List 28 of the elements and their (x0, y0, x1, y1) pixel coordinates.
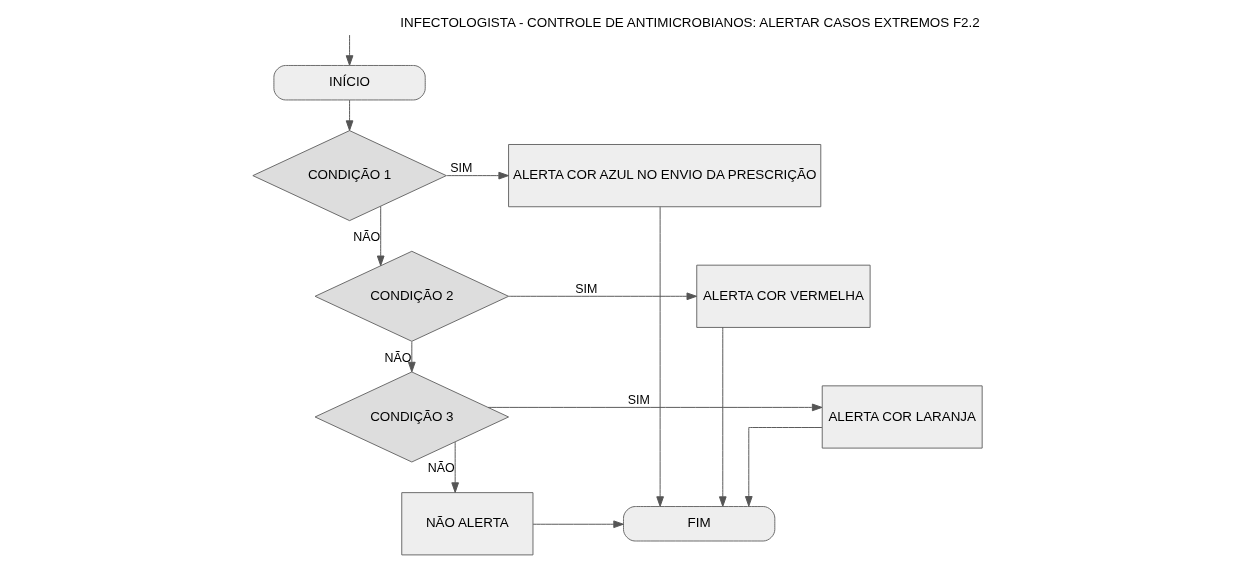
arrow (744, 427, 822, 507)
diagram-title: INFECTOLOGISTA - CONTROLE DE ANTIMICROBIANOS: ALERTAR CASOS EXTREMOS F2.2 (399, 14, 980, 30)
edge-label: NÃO (352, 230, 380, 245)
node-box: NÃO ALERTA (400, 492, 533, 556)
node-diamond: CONDIÇÃO 1 (251, 130, 447, 222)
node-diamond: CONDIÇÃO 3 (314, 371, 509, 463)
edge-label: NÃO (427, 461, 455, 476)
edge-label: SIM (449, 161, 472, 176)
node-box: INÍCIO (272, 65, 426, 101)
arrow (450, 441, 459, 493)
node-box: ALERTA COR AZUL NO ENVIO DA PRESCRIÇÃO (507, 144, 821, 208)
arrow (445, 171, 509, 180)
arrow (655, 206, 664, 507)
arrow (407, 341, 416, 373)
node-box: ALERTA COR LARANJA (821, 385, 983, 449)
edge-label: NÃO (383, 350, 411, 365)
arrow (718, 326, 727, 507)
arrow (345, 34, 353, 66)
node-box: FIM (622, 506, 775, 542)
edge-label: SIM (574, 281, 597, 296)
node-box: ALERTA COR VERMELHA (695, 264, 871, 328)
arrow (487, 403, 822, 412)
edge-label: SIM (627, 392, 650, 407)
node-diamond: CONDIÇÃO 2 (314, 250, 509, 342)
arrow (507, 292, 697, 301)
arrow (376, 205, 385, 267)
arrow (345, 99, 353, 131)
arrow (532, 520, 624, 529)
